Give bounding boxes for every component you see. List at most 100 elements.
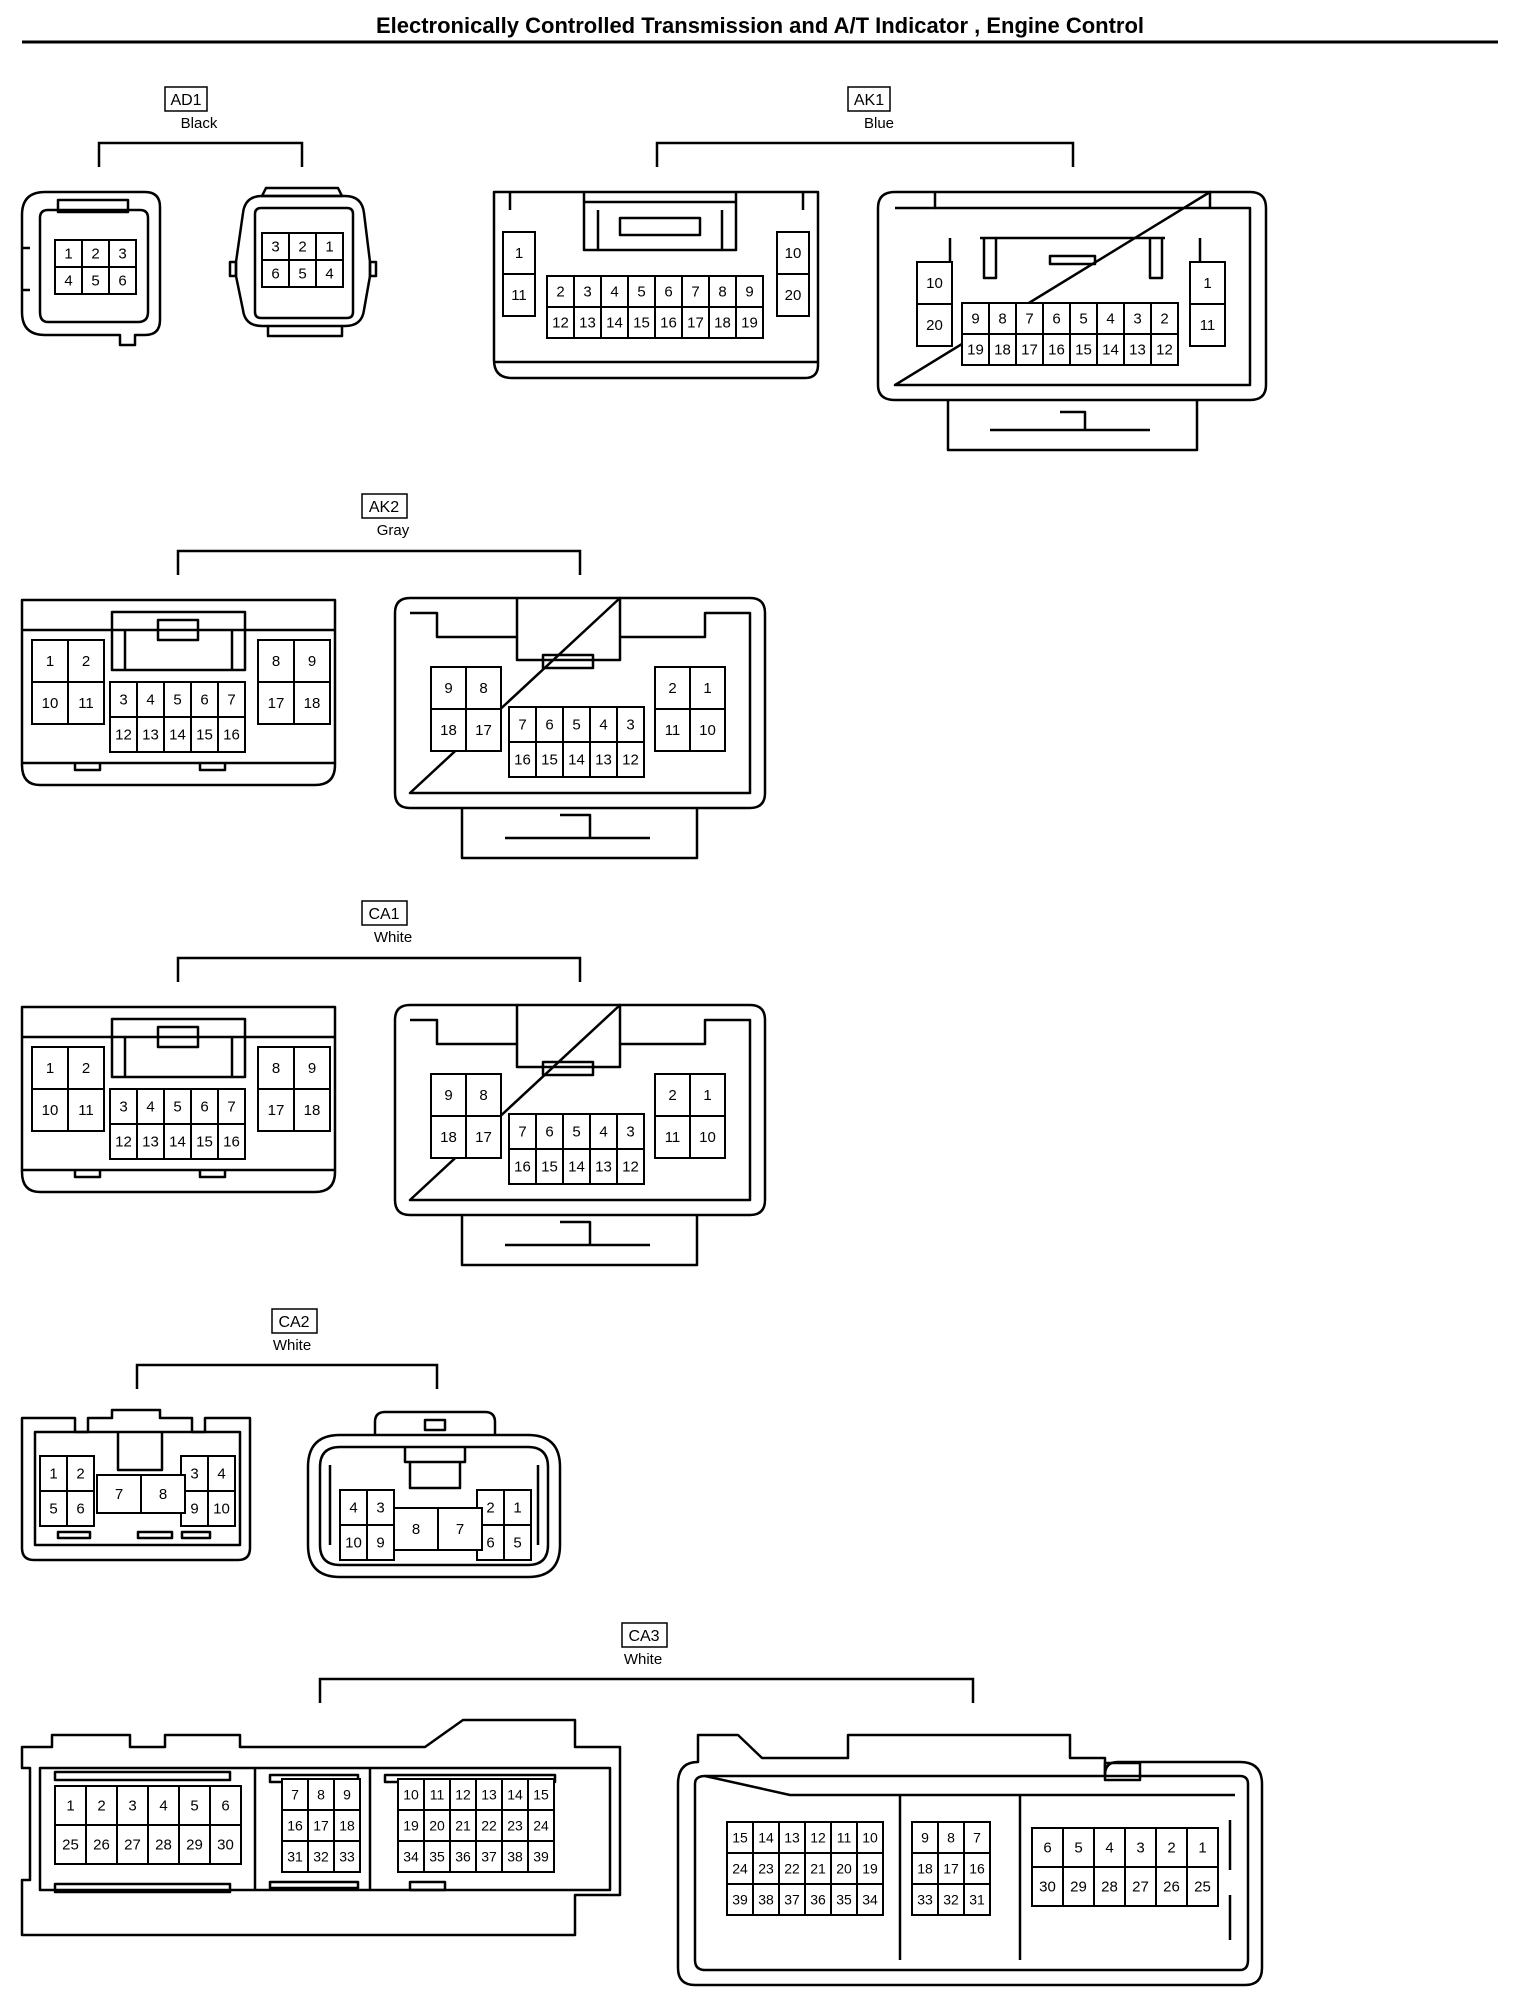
pin-number: 15 [732, 1830, 748, 1846]
ak1-left-pins-a: 111 [502, 231, 536, 317]
pin-cell [689, 1115, 726, 1159]
pin-cell [217, 716, 246, 753]
pin-number: 14 [1102, 342, 1119, 359]
pin-cell [1186, 1866, 1219, 1907]
pin-number: 2 [668, 1087, 676, 1104]
pin-number: 33 [917, 1892, 933, 1908]
pin-number: 30 [1039, 1879, 1056, 1896]
pin-number: 3 [1133, 311, 1141, 328]
connector-id: CA1 [368, 906, 399, 923]
connector-id: CA3 [628, 1628, 659, 1645]
pin-number: 4 [349, 1500, 357, 1517]
pin-number: 18 [304, 1102, 321, 1119]
pin-number: 20 [429, 1818, 445, 1834]
pin-number: 12 [622, 752, 639, 769]
pin-number: 5 [190, 1798, 198, 1815]
pin-number: 38 [758, 1892, 774, 1908]
pin-number: 10 [926, 275, 943, 292]
pin-number: 5 [1074, 1840, 1082, 1857]
pin-cell [465, 1115, 502, 1159]
pin-cell [315, 232, 344, 261]
pin-number: 6 [221, 1798, 229, 1815]
pin-cell [1186, 1827, 1219, 1868]
pin-number: 5 [637, 284, 645, 301]
pin-number: 5 [49, 1501, 57, 1518]
pin-cell [1155, 1866, 1188, 1907]
pin-number: 1 [49, 1466, 57, 1483]
pin-number: 3 [271, 239, 279, 256]
pin-cell [916, 303, 953, 347]
pin-number: 5 [572, 717, 580, 734]
pin-number: 4 [146, 692, 154, 709]
pin-number: 5 [173, 1099, 181, 1116]
pin-number: 12 [115, 727, 132, 744]
pin-number: 11 [665, 722, 681, 739]
pin-cell [508, 741, 537, 778]
pin-number: 2 [556, 284, 564, 301]
pin-cell [66, 1455, 95, 1492]
pin-number: 1 [325, 239, 333, 256]
pin-number: 1 [66, 1798, 74, 1815]
pin-cell [1123, 333, 1152, 366]
pin-number: 17 [687, 315, 704, 332]
pin-cell [207, 1490, 236, 1527]
pin-number: 2 [668, 680, 676, 697]
pin-number: 10 [699, 722, 716, 739]
bracket-ad1 [97, 141, 304, 167]
pin-cell [616, 1148, 645, 1185]
pin-number: 15 [541, 1159, 558, 1176]
pin-number: 10 [785, 245, 802, 262]
pin-number: 6 [664, 284, 672, 301]
pin-cell [776, 273, 810, 317]
pin-number: 5 [572, 1124, 580, 1141]
pin-cell [1031, 1866, 1064, 1907]
pin-number: 8 [272, 1060, 280, 1077]
pin-number: 11 [78, 1102, 94, 1119]
pin-cell [281, 1840, 309, 1873]
pin-number: 7 [227, 692, 235, 709]
pin-cell [293, 1046, 331, 1090]
pin-cell [437, 1507, 483, 1551]
pin-number: 37 [481, 1849, 497, 1865]
pin-number: 35 [836, 1892, 852, 1908]
pin-number: 18 [714, 315, 731, 332]
pin-number: 27 [124, 1837, 141, 1854]
pin-number: 33 [339, 1849, 355, 1865]
pin-number: 16 [969, 1861, 985, 1877]
pin-number: 12 [810, 1830, 826, 1846]
pin-cell [190, 716, 219, 753]
bracket-ca3 [318, 1677, 975, 1703]
pin-number: 18 [440, 722, 457, 739]
pin-number: 36 [810, 1892, 826, 1908]
housing-ca2-right [306, 1410, 562, 1579]
pin-number: 16 [1048, 342, 1065, 359]
pin-cell [333, 1840, 361, 1873]
bracket-ak1 [655, 141, 1075, 167]
pin-cell [333, 1809, 361, 1842]
pin-cell [752, 1883, 780, 1916]
pin-cell [573, 275, 602, 308]
pin-number: 7 [456, 1521, 464, 1538]
pin-number: 26 [1163, 1879, 1180, 1896]
pin-number: 5 [173, 692, 181, 709]
pin-cell [600, 306, 629, 339]
housing-ad1-male [20, 190, 162, 347]
pin-number: 8 [947, 1830, 955, 1846]
pin-cell [209, 1824, 242, 1865]
pin-number: 3 [119, 1099, 127, 1116]
pin-number: 7 [291, 1787, 299, 1803]
pin-number: 9 [444, 680, 452, 697]
pin-cell [503, 1489, 532, 1526]
pin-cell [257, 1046, 295, 1090]
pin-number: 20 [836, 1861, 852, 1877]
pin-cell [502, 231, 536, 275]
pin-number: 19 [403, 1818, 419, 1834]
pin-cell [209, 1785, 242, 1826]
pin-cell [830, 1852, 858, 1885]
pin-number: 32 [943, 1892, 959, 1908]
